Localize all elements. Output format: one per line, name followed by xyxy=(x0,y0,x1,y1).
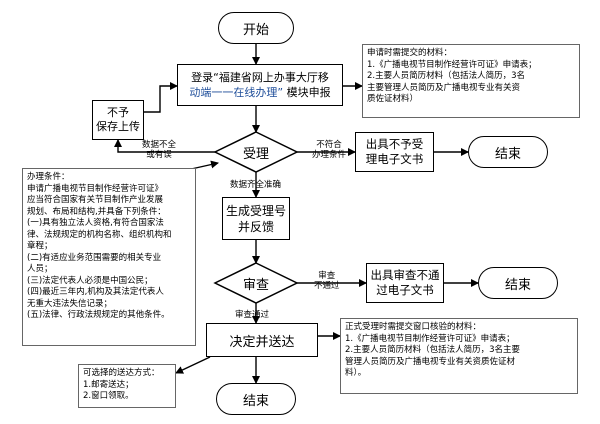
note-materials-window-line: 2.主要人员简历材料（包括法人简历，3名主要 xyxy=(345,345,521,355)
end-top-label: 结束 xyxy=(494,146,521,162)
note-conditions-line: (三)法定代表人必须是中国公民； xyxy=(27,275,153,286)
label-review-pass: 审查通过 xyxy=(235,310,270,320)
note-conditions-line: 律、法规规定的机构名称、组织机构和 xyxy=(27,229,172,240)
note-materials-online-line: 申请时需提交的材料： xyxy=(367,48,453,58)
note-delivery: 可选择的送达方式： 1.邮寄送达； 2.窗口领取。 xyxy=(78,364,176,408)
note-materials-window-line: 1.《广播电视节目制作经营许可证》申请表； xyxy=(345,333,515,344)
note-conditions-line: 人员； xyxy=(27,264,53,274)
end-node-mid: 结束 xyxy=(478,267,558,299)
label-not-meet: 不符合 办理条件 xyxy=(312,140,346,160)
review-label: 审查 xyxy=(242,277,269,293)
note-conditions-line: (一)具有独立法人资格,有符合国家法 xyxy=(27,218,164,228)
review-diamond xyxy=(213,262,299,304)
note-delivery-line: 2.窗口领取。 xyxy=(83,391,134,401)
note-materials-online-line: 2.主要人员简历材料（包括法人简历，3名 xyxy=(367,71,526,81)
label-not-meet-2: 办理条件 xyxy=(312,150,347,160)
note-materials-online-line: 1.《广播电视节目制作经营许可证》申请表； xyxy=(367,59,537,70)
note-conditions-line: 办理条件： xyxy=(27,172,70,182)
note-delivery-line: 可选择的送达方式： xyxy=(83,368,160,378)
reject-upload-line-2: 保存上传 xyxy=(96,120,140,133)
submit-suffix-text: 模块申报 xyxy=(283,86,331,99)
note-conditions-line: (四)最近三年内,机构及其法定代表人 xyxy=(27,287,164,297)
note-delivery-line: 1.邮寄送达； xyxy=(83,379,134,390)
arrow-accept-to-reject-upload xyxy=(114,139,215,153)
label-data-incomplete-1: 数据不全 xyxy=(142,140,177,150)
note-materials-window-line: 正式受理时需提交窗口核验的材料： xyxy=(345,322,482,332)
no-accept-doc-box: 出具不予受 理电子文书 xyxy=(355,132,434,172)
label-data-ok: 数据齐全准确 xyxy=(230,180,282,190)
start-node: 开始 xyxy=(218,12,294,44)
review-fail-doc-line-2: 过电子文书 xyxy=(376,283,434,297)
label-review-fail-2: 不通过 xyxy=(314,281,340,291)
note-conditions-line: 无重大违法失信记录； xyxy=(27,298,113,309)
submit-line-2: 动端一一在线办理” 模块申报 xyxy=(189,85,330,100)
decide-send-box: 决定并送达 xyxy=(206,323,318,357)
label-data-incomplete: 数据不全 或有误 xyxy=(142,140,176,160)
note-materials-window-line: 管理人员简历及广播电视专业有关资质佐证材 xyxy=(345,356,516,367)
end-node-top: 结束 xyxy=(468,136,548,168)
decide-send-label: 决定并送达 xyxy=(229,334,295,350)
accept-diamond xyxy=(213,131,299,173)
end-node-bottom: 结束 xyxy=(216,383,296,415)
end-mid-label: 结束 xyxy=(504,277,531,293)
note-conditions-line: (五)法律、行政法规规定的其他条件。 xyxy=(27,310,170,320)
note-materials-online: 申请时需提交的材料： 1.《广播电视节目制作经营许可证》申请表； 2.主要人员简… xyxy=(362,44,580,118)
note-conditions-line: 申请广播电视节目制作经营许可证》 xyxy=(27,183,164,194)
label-review-fail: 审查 不通过 xyxy=(314,271,340,291)
note-materials-window: 正式受理时需提交窗口核验的材料： 1.《广播电视节目制作经营许可证》申请表； 2… xyxy=(340,318,578,394)
submit-line-1: 登录“福建省网上办事大厅移 xyxy=(191,71,329,84)
no-accept-doc-line-2: 理电子文书 xyxy=(365,152,424,166)
gen-number-line-1: 生成受理号 xyxy=(225,203,286,218)
accept-label: 受理 xyxy=(242,146,269,162)
label-not-meet-1: 不符合 xyxy=(316,140,342,150)
submit-blue-text: 动端一一在线办理” xyxy=(189,86,284,99)
label-review-fail-1: 审查 xyxy=(318,271,336,281)
note-materials-online-line: 质佐证材料） xyxy=(367,94,419,104)
start-label: 开始 xyxy=(242,22,269,38)
note-conditions: 办理条件： 申请广播电视节目制作经营许可证》 应当符合国家有关节目制作产业发展 … xyxy=(22,168,196,346)
note-materials-online-line: 主要管理人员简历及广播电视专业有关资 xyxy=(367,82,521,93)
reject-upload-line-1: 不予 xyxy=(107,106,129,119)
arrow-decide-to-delivery-note xyxy=(175,356,211,374)
reject-upload-box: 不予 保存上传 xyxy=(92,100,144,140)
no-accept-doc-line-1: 出具不予受 xyxy=(365,137,424,151)
note-conditions-line: (二)有适应业务范围需要的相关专业 xyxy=(27,252,162,263)
note-conditions-line: 章程； xyxy=(27,241,53,251)
submit-online-box: 登录“福建省网上办事大厅移 动端一一在线办理” 模块申报 xyxy=(177,64,343,106)
arrow-reject-upload-to-submit xyxy=(144,82,178,113)
gen-number-line-2: 并反馈 xyxy=(237,219,274,234)
note-conditions-line: 规划、布局和结构,并具备下列条件： xyxy=(27,206,166,217)
review-fail-doc-line-1: 出具审查不通 xyxy=(370,268,440,282)
note-materials-window-line: 料）。 xyxy=(345,368,367,378)
end-bottom-label: 结束 xyxy=(242,393,269,409)
label-data-incomplete-2: 或有误 xyxy=(146,150,172,160)
gen-number-box: 生成受理号 并反馈 xyxy=(222,197,290,240)
note-conditions-line: 应当符合国家有关节目制作产业发展 xyxy=(27,195,164,205)
review-fail-doc-box: 出具审查不通 过电子文书 xyxy=(366,263,444,303)
